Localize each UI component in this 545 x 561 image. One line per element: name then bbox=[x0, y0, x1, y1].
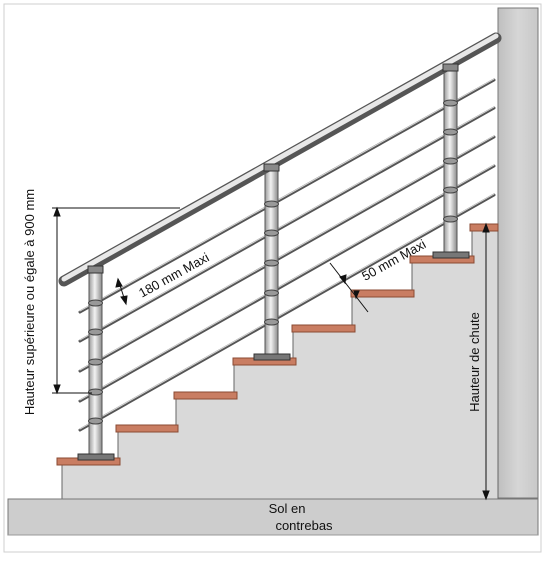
dimension-rail-spacing bbox=[115, 277, 128, 306]
frame bbox=[3, 3, 542, 553]
rail-bar-2 bbox=[78, 106, 496, 343]
rail-bar-5 bbox=[78, 193, 496, 432]
rail-bar-1 bbox=[78, 78, 496, 314]
tread-6 bbox=[350, 289, 415, 298]
rail-bar-4 bbox=[78, 164, 496, 403]
label-ground-line1: Sol en bbox=[269, 501, 306, 516]
dimension-fall-height bbox=[482, 222, 490, 501]
dimension-total-height bbox=[52, 206, 180, 395]
rail-bar-3 bbox=[78, 135, 496, 373]
label-ground-line2: contrebas bbox=[275, 518, 333, 533]
ground-slab bbox=[7, 498, 539, 536]
tread-3 bbox=[173, 391, 238, 400]
handrail bbox=[58, 32, 502, 287]
rail-bars bbox=[78, 78, 496, 432]
tread-2 bbox=[115, 424, 179, 433]
wall bbox=[497, 7, 539, 499]
label-fall-height: Hauteur de chute bbox=[467, 312, 482, 412]
post-rings bbox=[88, 99, 458, 425]
label-total-height: Hauteur supérieure ou égale à 900 mm bbox=[22, 189, 37, 415]
stair-treads bbox=[56, 223, 499, 466]
dimension-step-gap bbox=[329, 262, 369, 313]
tread-5 bbox=[291, 324, 356, 333]
